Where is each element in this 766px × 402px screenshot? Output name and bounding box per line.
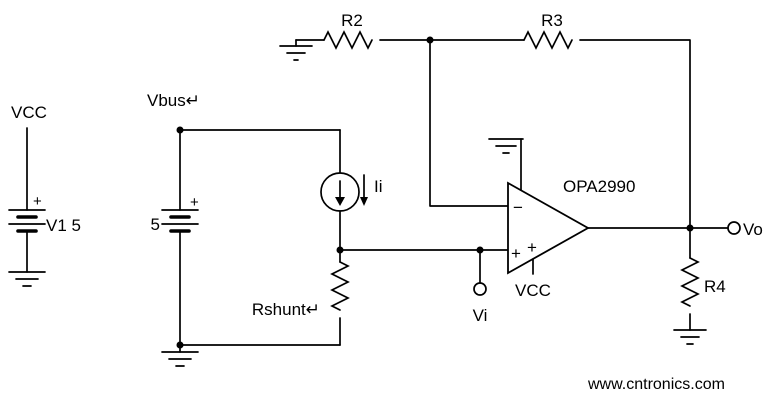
resistor-rshunt: [330, 261, 350, 311]
ii-arrowhead-icon: [360, 197, 368, 206]
junction-output: [686, 224, 694, 232]
ground-r4-icon: [673, 329, 707, 345]
resistor-r2: [323, 30, 373, 50]
opamp-body: [507, 181, 590, 275]
opamp-minus-sign: −: [513, 198, 523, 217]
opamp-plus-supply-sign: +: [527, 238, 537, 257]
watermark: www.cntronics.com: [587, 376, 725, 393]
resistor-r3: [523, 30, 573, 50]
resistor-r4: [680, 257, 700, 307]
vo-terminal: [727, 221, 741, 235]
wire-feedback-down: [429, 39, 509, 207]
rshunt-label: Rshunt↵: [252, 300, 320, 319]
junction-feedback: [426, 36, 434, 44]
wire-r3-to-output: [579, 39, 691, 229]
v1-plus-sign: +: [33, 193, 42, 210]
opamp-label: OPA2990: [563, 177, 635, 196]
r2-label: R2: [341, 11, 363, 30]
vbus-value: 5: [151, 215, 160, 234]
junction-shunt: [336, 246, 344, 254]
vbus-plus-sign: +: [190, 194, 199, 211]
current-source-arrowhead-icon: [335, 197, 345, 206]
junction-vi: [476, 246, 484, 254]
ii-label: Ii: [374, 177, 383, 196]
vcc-left-label: VCC: [11, 103, 47, 122]
junction-vbus: [176, 126, 184, 134]
ground-v1-icon: [8, 271, 46, 287]
r4-label: R4: [704, 277, 726, 296]
vi-label: Vi: [473, 306, 488, 325]
vcc-opamp-label: VCC: [515, 281, 551, 300]
vbus-label: Vbus↵: [147, 91, 200, 110]
ground-opamp-icon: [488, 138, 524, 154]
ground-bottom-icon: [161, 351, 199, 367]
opamp-plus-input-sign: +: [511, 244, 521, 263]
vi-terminal: [473, 282, 487, 296]
r3-label: R3: [541, 11, 563, 30]
ground-r2-icon: [279, 45, 313, 61]
junction-bottom-rail: [176, 341, 184, 349]
v1-label: V1 5: [46, 216, 81, 235]
vo-label: Vo: [743, 220, 763, 239]
